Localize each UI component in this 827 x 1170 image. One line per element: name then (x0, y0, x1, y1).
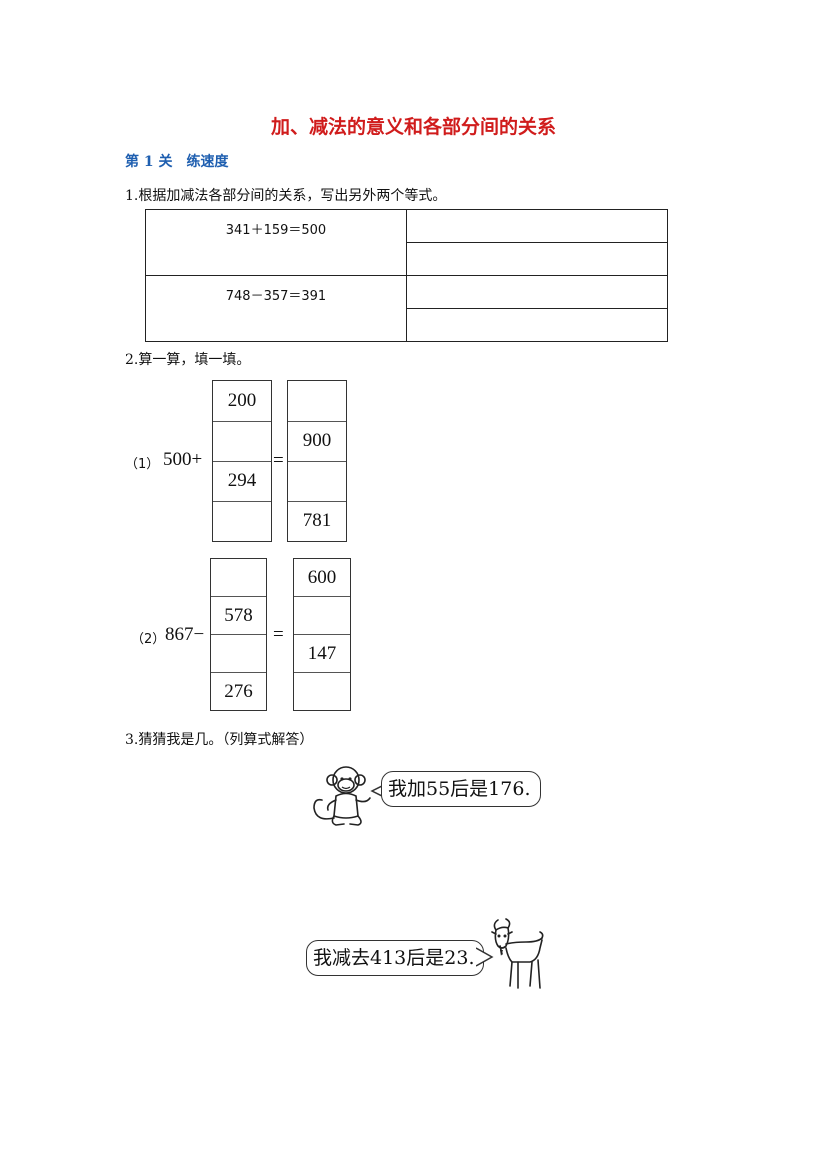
question-3-prompt: 3.猜猜我是几。（列算式解答） (125, 732, 314, 748)
equation-table: 341＋159＝500 748－357＝391 (145, 209, 668, 342)
part-1-label: （1） (125, 453, 159, 472)
addend-column: 200 294 (212, 380, 272, 542)
given-equation: 748－357＝391 (145, 275, 407, 342)
column-cell: 600 (307, 567, 337, 588)
column-cell: 781 (302, 510, 332, 531)
column-cell: 578 (224, 605, 253, 626)
difference-column: 600 147 (293, 558, 351, 711)
speech-pointer-icon (476, 947, 494, 967)
sum-column: 900 781 (287, 380, 347, 542)
table-row: 341＋159＝500 (145, 209, 668, 276)
part-label: （1） (125, 457, 160, 472)
part-2-label: （2） (131, 628, 165, 647)
section-heading: 第 1 关 练速度 (125, 154, 229, 170)
monkey-speech-bubble: 我加55后是176. (381, 771, 541, 807)
goat-speech-bubble: 我减去413后是23. (306, 940, 484, 976)
column-cell: 294 (227, 470, 257, 491)
part-label: （2） (131, 632, 166, 647)
question-1-prompt: 1.根据加减法各部分间的关系，写出另外两个等式。 (125, 188, 447, 204)
column-cell: 900 (302, 430, 332, 451)
goat-icon (491, 918, 544, 989)
part-1-expression: 500+ (163, 449, 203, 470)
column-cell: 276 (224, 681, 253, 702)
question-2-prompt: 2.算一算，填一填。 (125, 352, 251, 368)
answer-cell[interactable] (406, 275, 668, 309)
table-row (146, 308, 668, 342)
given-equation: 341＋159＝500 (145, 209, 407, 276)
monkey-icon (313, 766, 371, 826)
answer-cell[interactable] (406, 242, 668, 276)
column-cell: 147 (307, 643, 337, 664)
answer-cell[interactable] (406, 209, 668, 243)
table-row: 748－357＝391 (145, 275, 668, 342)
column-cell: 200 (227, 390, 257, 411)
subtrahend-column: 578 276 (210, 558, 267, 711)
page-title: 加、减法的意义和各部分间的关系 (270, 116, 556, 138)
answer-cell[interactable] (406, 308, 668, 342)
equals-sign: = (273, 624, 284, 645)
part-2-expression: 867− (165, 624, 205, 645)
equals-sign: = (273, 450, 284, 471)
